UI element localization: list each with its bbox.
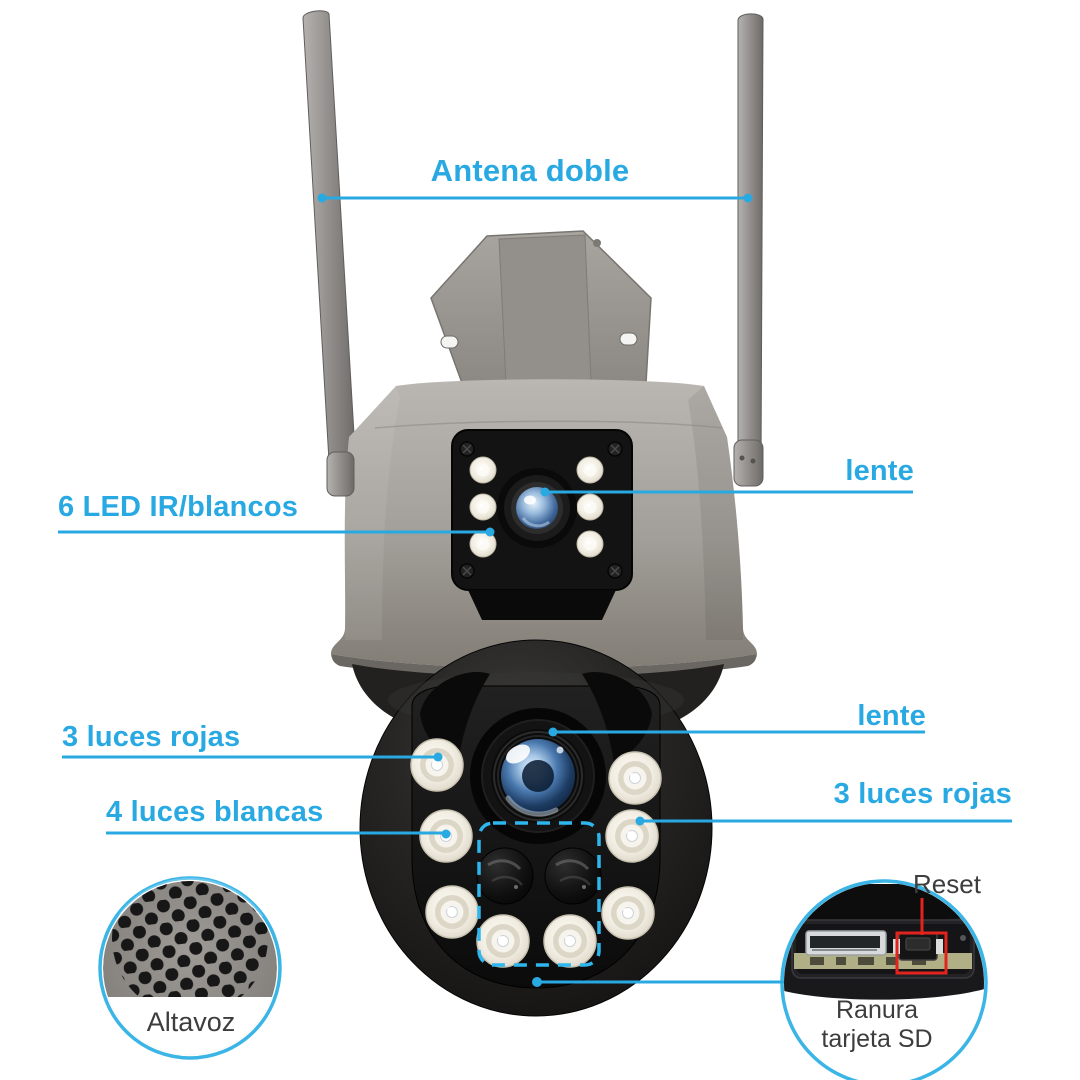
luces-rojas-right-label: 3 luces rojas — [833, 778, 1012, 810]
ir-dome — [543, 846, 603, 906]
leader-lines — [58, 193, 1012, 987]
top-lens — [497, 468, 577, 548]
altavoz-label: Altavoz — [146, 1007, 236, 1037]
led-ir-label: 6 LED IR/blancos — [58, 491, 299, 523]
screw-icon — [607, 563, 623, 579]
ranura-line2: tarjeta SD — [821, 1025, 933, 1053]
right-antenna-hinge — [733, 439, 764, 487]
reset-highlight-box — [895, 931, 948, 975]
reset-label: Reset — [913, 869, 981, 899]
screw-icon — [459, 441, 475, 457]
luces-blancas-label: 4 luces blancas — [106, 796, 324, 828]
luces-rojas-left-label: 3 luces rojas — [62, 721, 241, 753]
lente-bottom-label: lente — [857, 700, 926, 732]
ir-dome — [475, 846, 535, 906]
speaker-holes — [112, 881, 268, 1016]
screw-icon — [459, 563, 475, 579]
main-lens — [470, 708, 606, 844]
luces-blancas-dashed-box — [477, 821, 601, 967]
fixed-camera-module — [451, 429, 633, 620]
right-antenna — [737, 13, 764, 476]
lente-top-label: lente — [845, 455, 914, 487]
screw-icon — [607, 441, 623, 457]
antena-doble-label: Antena doble — [430, 153, 630, 188]
ranura-tarjeta-sd-label: Ranura tarjeta SD — [792, 996, 962, 1054]
left-antenna — [302, 10, 357, 483]
left-antenna-hinge — [326, 451, 355, 497]
ranura-line1: Ranura — [836, 996, 918, 1024]
mount-bracket — [430, 230, 652, 384]
